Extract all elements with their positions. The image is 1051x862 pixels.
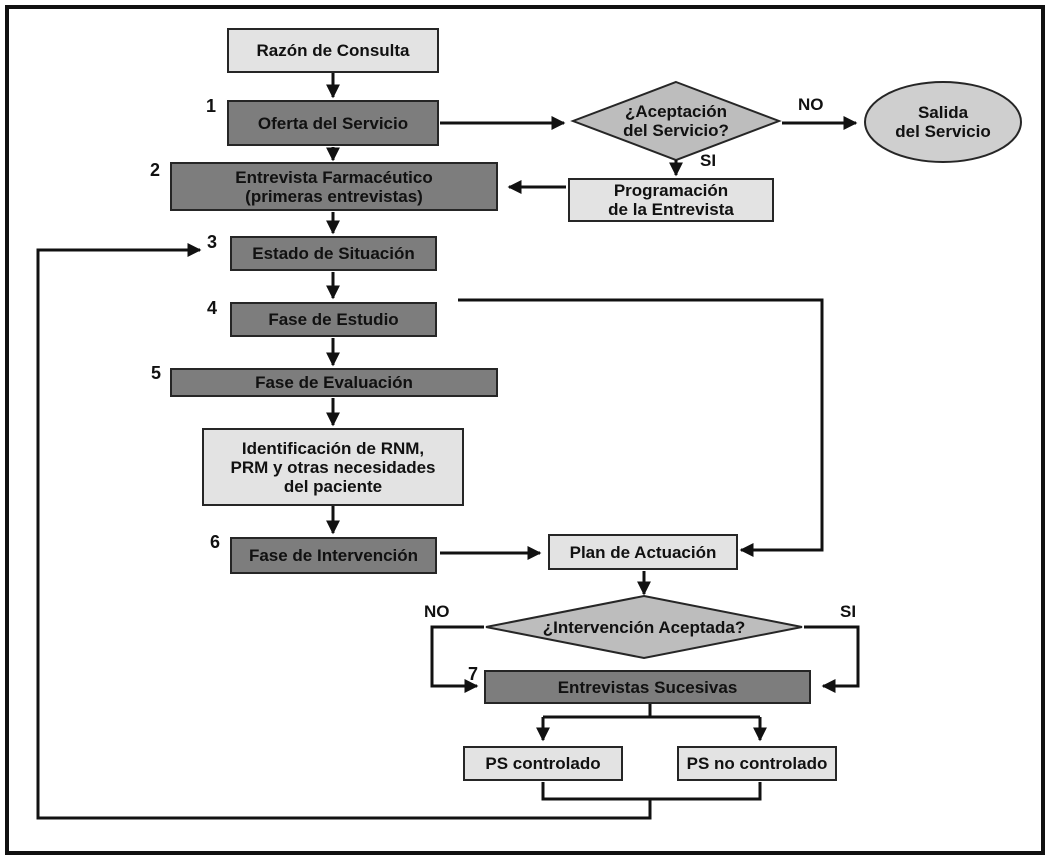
step-number-5: 5 [151,363,162,383]
node-ps-no-controlado: PS no controlado [677,746,837,781]
node-fase-intervencion: Fase de Intervención [230,537,437,574]
node-salida-servicio: Salida del Servicio [895,103,991,141]
arrow-intervencion-no [430,625,484,693]
node-entrevista-farmaceutico: Entrevista Farmacéutico (primeras entrev… [170,162,498,211]
node-entrevistas-sucesivas: Entrevistas Sucesivas [484,670,811,704]
arrow-estudio-to-plan [458,298,824,557]
node-identificacion-rnm: Identificación de RNM, PRM y otras neces… [202,428,464,506]
line-outcomes-join [541,782,762,801]
node-razon-consulta: Razón de Consulta [227,28,439,73]
terminal-salida-shape [864,81,1022,163]
node-programacion-entrevista: Programación de la Entrevista [568,178,774,222]
node-oferta-servicio: Oferta del Servicio [227,100,439,146]
node-fase-evaluacion: Fase de Evaluación [170,368,498,397]
label-intervencion-si: SI [840,602,857,621]
step-number-7: 7 [468,664,479,684]
node-fase-estudio: Fase de Estudio [230,302,437,337]
step-number-1: 1 [206,96,217,116]
label-intervencion-no: NO [424,602,450,621]
arrow-intervencion-si [804,625,860,693]
node-estado-situacion: Estado de Situación [230,236,437,271]
label-aceptacion-no: NO [798,95,824,114]
node-aceptacion-servicio: ¿Aceptación del Servicio? [623,102,729,140]
step-number-3: 3 [207,232,218,252]
step-number-2: 2 [150,160,161,180]
outer-border [5,5,1045,855]
node-plan-actuacion: Plan de Actuación [548,534,738,570]
decision-intervencion-shape [485,594,803,660]
step-number-4: 4 [207,298,218,318]
node-intervencion-aceptada: ¿Intervención Aceptada? [542,617,746,637]
node-ps-controlado: PS controlado [463,746,623,781]
step-number-6: 6 [210,532,221,552]
label-aceptacion-si: SI [700,151,717,170]
arrow-loop-to-estado [36,243,652,820]
